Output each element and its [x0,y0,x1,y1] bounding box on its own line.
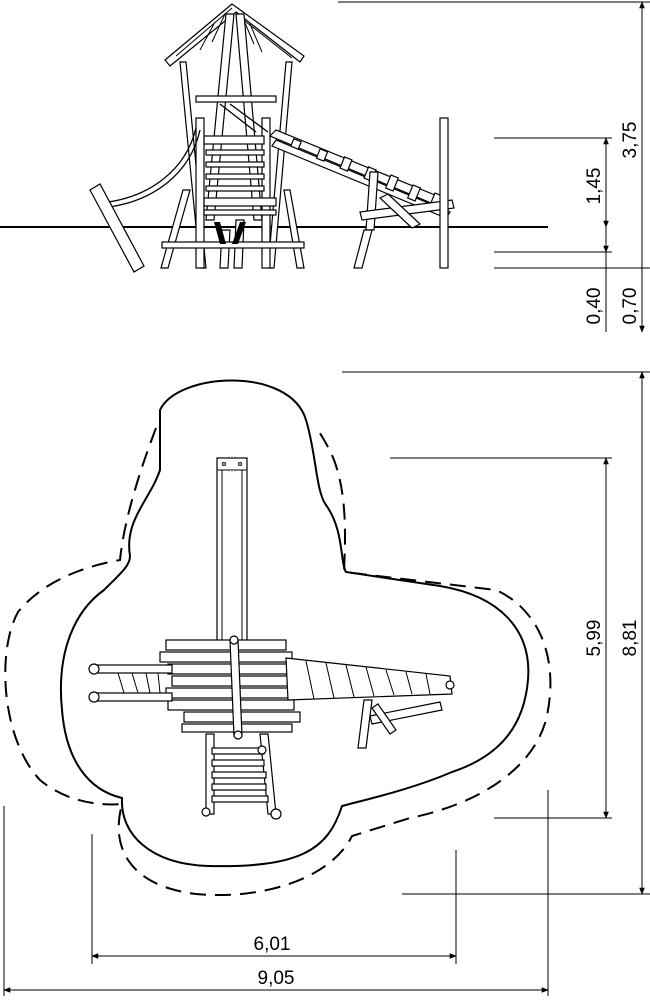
dim-plan-outer-width: 9,05 [258,968,295,989]
slide [216,457,248,645]
tower-roof [164,3,305,67]
dim-plan-inner-width: 6,01 [254,934,291,955]
inner-safety-area [60,379,530,868]
central-platform [159,635,301,740]
dim-depth-lower: 0,40 [584,288,605,325]
dim-plan-outer-height: 8,81 [620,620,641,657]
outer-impact-area [4,425,552,896]
elevation-dimensions [338,1,650,333]
climbing-ramp [268,117,455,269]
rope-curve [89,127,201,273]
dim-platform-height: 1,45 [584,168,605,205]
bottom-stairs [201,733,282,820]
dim-plan-inner-height: 5,99 [584,620,605,657]
left-ladder [88,663,173,703]
tower-platform [161,95,305,249]
elevation-view: 3,75 1,45 0,40 0,70 [0,1,650,333]
plan-dimensions [3,371,650,996]
dim-height-total: 3,75 [620,122,641,159]
plan-view: 5,99 8,81 6,01 9,05 [3,371,650,996]
right-ramp [285,657,455,749]
dim-depth-upper: 0,70 [620,288,641,325]
